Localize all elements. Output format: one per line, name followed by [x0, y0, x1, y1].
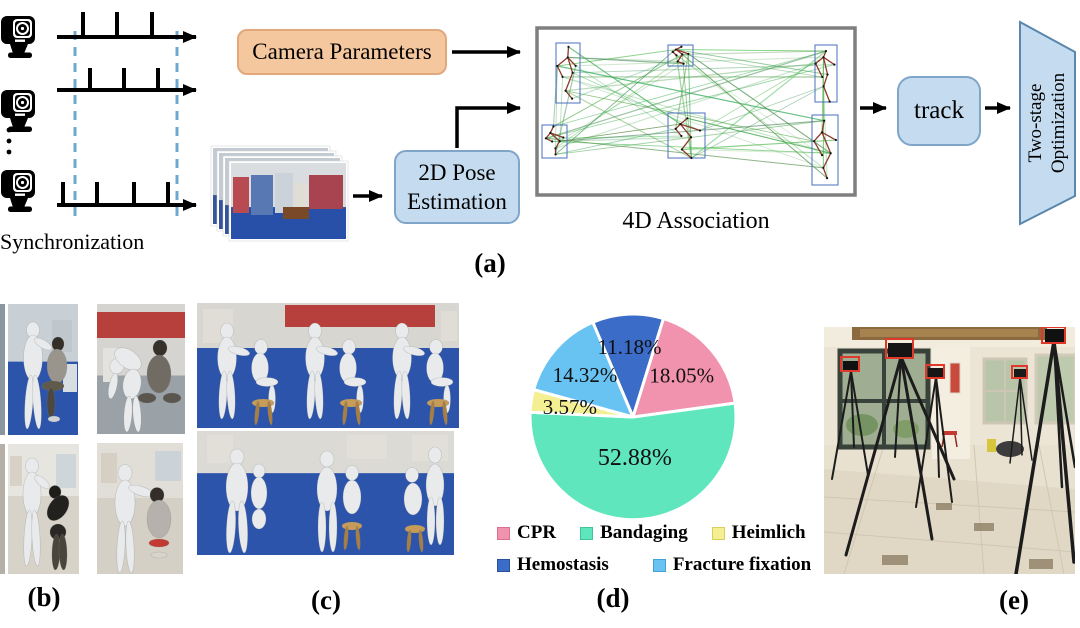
legend-item-hemostasis: Hemostasis — [497, 554, 609, 576]
camera-parameters-box: Camera Parameters — [237, 29, 447, 75]
legend-item-cpr: CPR — [497, 522, 556, 544]
legend-label: Fracture fixation — [672, 554, 812, 575]
photo-mesh-overlay-2 — [97, 304, 185, 434]
pie-slice-fracture-fixation — [532, 320, 635, 419]
panel-label-c: (c) — [311, 585, 341, 615]
legend-label: Hemostasis — [517, 554, 609, 575]
track-box: track — [897, 76, 981, 146]
pie-slice-bandaging — [528, 401, 738, 522]
pie-chart: 11.18% 18.05% 52.88% 3.57% 14.32% — [528, 312, 738, 522]
association-graph — [535, 26, 857, 197]
optimization-line2: Optimization — [1048, 72, 1069, 174]
photo-mesh-overlay-4 — [97, 443, 183, 574]
flow-arrows — [353, 46, 1011, 202]
pie-slice-label: 14.32% — [553, 363, 618, 387]
camera-marker-boxes — [840, 327, 1066, 379]
pie-slice-label: 52.88% — [598, 445, 672, 471]
legend-label: Bandaging — [600, 522, 688, 543]
pose-label-line1: 2D Pose — [418, 160, 496, 185]
legend-swatch — [652, 558, 666, 572]
image-stack — [210, 145, 349, 242]
photo-sliver-top — [0, 304, 5, 435]
photo-mesh-group-2 — [197, 431, 454, 555]
pose-estimation-box: 2D Pose Estimation — [394, 150, 520, 224]
photo-mesh-group-1 — [197, 303, 459, 428]
capture-room-scene — [824, 327, 1075, 574]
legend-item-bandaging: Bandaging — [580, 522, 688, 544]
ellipsis-icon — [6, 127, 12, 155]
legend-label: Heimlich — [731, 522, 806, 543]
pie-slice-cpr — [631, 317, 737, 419]
pie-slice-label: 3.57% — [543, 395, 597, 419]
optimization-label: Two-stage Optimization — [1023, 23, 1071, 223]
pose-label-line2: Estimation — [407, 189, 507, 214]
legend-row: CPR Bandaging Heimlich — [497, 522, 806, 544]
camera-parameters-label: Camera Parameters — [252, 39, 432, 64]
pie-slice-label: 18.05% — [649, 364, 714, 388]
panel-label-e: (e) — [999, 585, 1029, 615]
track-label: track — [914, 97, 964, 124]
pie-slice-label: 11.18% — [598, 335, 662, 359]
photo-capture-room — [824, 327, 1075, 574]
photo-sliver-bottom — [0, 444, 5, 574]
optimization-line1: Two-stage — [1025, 83, 1046, 163]
legend-swatch — [497, 526, 510, 540]
legend-swatch — [711, 526, 725, 540]
wall-poster — [949, 362, 961, 394]
camcorder-icon — [1, 170, 35, 212]
association-label: 4D Association — [622, 208, 770, 234]
panel-label-d: (d) — [596, 583, 630, 613]
legend-label: CPR — [517, 522, 557, 543]
camcorder-icon — [1, 16, 35, 58]
sync-dashed-lines — [73, 31, 179, 218]
pipeline-diagram — [0, 12, 1076, 242]
panel-label-a: (a) — [474, 248, 506, 278]
sync-timelines — [57, 12, 197, 211]
tripods — [831, 329, 1075, 574]
photo-mesh-overlay-1 — [8, 304, 78, 435]
legend-swatch — [497, 558, 510, 572]
photo-mesh-overlay-3 — [8, 444, 79, 574]
optimization-funnel — [1019, 20, 1076, 226]
panel-label-b: (b) — [27, 582, 61, 612]
legend-item-fracture-fixation: Fracture fixation — [652, 554, 812, 576]
synchronization-label: Synchronization — [0, 229, 145, 254]
camcorder-icon — [1, 90, 35, 132]
legend-swatch — [580, 526, 594, 540]
legend-item-heimlich: Heimlich — [711, 522, 806, 544]
legend-row: Hemostasis Fracture fixation — [497, 554, 811, 576]
